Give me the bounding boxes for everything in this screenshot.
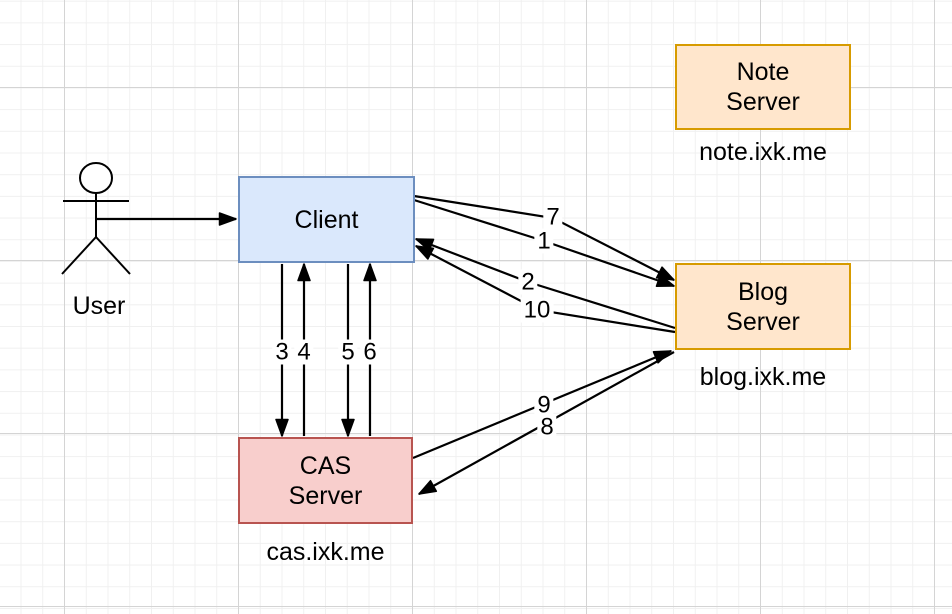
edge-label-1[interactable]: 1 bbox=[534, 228, 554, 254]
edge-label-7[interactable]: 7 bbox=[543, 204, 563, 230]
node-cas-server-label: CAS Server bbox=[288, 451, 363, 510]
node-client[interactable]: Client bbox=[238, 176, 415, 263]
edge-label-6[interactable]: 6 bbox=[360, 339, 380, 365]
label-user: User bbox=[72, 292, 126, 320]
label-blog-domain[interactable]: blog.ixk.me bbox=[699, 363, 827, 391]
actor-leg-right bbox=[95, 236, 131, 275]
node-client-label: Client bbox=[294, 205, 359, 234]
edge-label-9[interactable]: 9 bbox=[534, 392, 554, 418]
actor-head bbox=[79, 162, 113, 194]
actor-user[interactable] bbox=[61, 162, 131, 275]
node-cas-server[interactable]: CAS Server bbox=[238, 437, 413, 524]
edge-label-2[interactable]: 2 bbox=[518, 269, 538, 295]
edge-label-4[interactable]: 4 bbox=[294, 339, 314, 365]
node-note-server[interactable]: Note Server bbox=[675, 44, 851, 130]
label-note-domain[interactable]: note.ixk.me bbox=[699, 138, 827, 166]
actor-leg-left bbox=[61, 236, 97, 275]
node-blog-server[interactable]: Blog Server bbox=[675, 263, 851, 350]
edge-label-10[interactable]: 10 bbox=[520, 297, 554, 323]
edge-label-3[interactable]: 3 bbox=[272, 339, 292, 365]
label-cas-domain[interactable]: cas.ixk.me bbox=[266, 538, 385, 566]
node-note-server-label: Note Server bbox=[726, 58, 800, 116]
edge-label-5[interactable]: 5 bbox=[338, 339, 358, 365]
node-blog-server-label: Blog Server bbox=[726, 277, 800, 336]
edge-label-8[interactable]: 8 bbox=[537, 414, 557, 440]
